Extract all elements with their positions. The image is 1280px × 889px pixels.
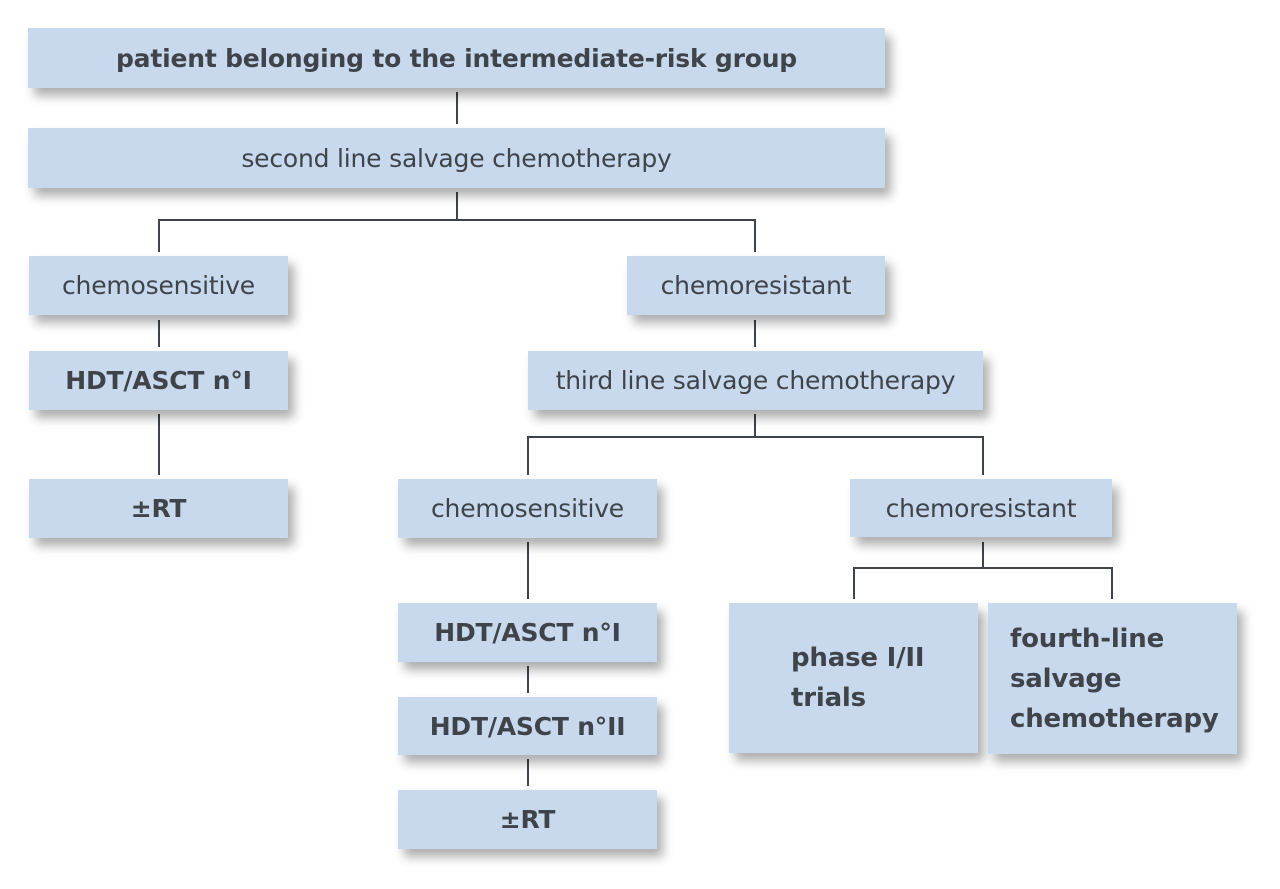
node-left-chemosensitive: chemosensitive <box>29 256 288 315</box>
node-left-hdt-1-label: HDT/ASCT n°I <box>65 366 252 395</box>
node-fourth-line: fourth-line salvage chemotherapy <box>988 603 1237 754</box>
node-second-line-label: second line salvage chemotherapy <box>241 143 672 173</box>
connector-mid-hdt1-to-hdt2 <box>527 666 529 693</box>
connector-mid-chemosensitive-to-hdt1 <box>527 542 529 599</box>
node-phase-trials-line-2: trials <box>791 683 866 713</box>
connector-root-to-second-line <box>456 92 458 124</box>
node-mid-hdt-2-label: HDT/ASCT n°II <box>429 711 626 741</box>
node-third-line: third line salvage chemotherapy <box>528 351 983 410</box>
connector-split-chemoresistant-2 <box>853 567 1113 569</box>
connector-to-fourth-line <box>1111 567 1113 599</box>
node-chemoresistant-2: chemoresistant <box>850 479 1112 537</box>
node-fourth-line-text: fourth-line salvage chemotherapy <box>1010 619 1219 739</box>
connector-left-hdt-to-rt <box>158 414 160 475</box>
connector-to-chemoresistant-2 <box>982 436 984 475</box>
connector-second-line-down <box>456 192 458 221</box>
node-fourth-line-line-1: fourth-line <box>1010 623 1165 654</box>
connector-chemoresistant-1-to-third-line <box>754 320 756 347</box>
node-mid-chemosensitive-label: chemosensitive <box>431 494 624 523</box>
node-left-rt: ±RT <box>29 479 288 538</box>
node-left-chemosensitive-label: chemosensitive <box>62 271 255 300</box>
node-left-rt-label: ±RT <box>130 494 187 523</box>
connector-to-left-chemosensitive <box>158 219 160 252</box>
node-mid-hdt-2: HDT/ASCT n°II <box>398 697 657 755</box>
connector-to-mid-chemosensitive <box>527 436 529 475</box>
node-mid-rt-label: ±RT <box>499 805 556 834</box>
connector-to-phase-trials <box>853 567 855 599</box>
node-root: patient belonging to the intermediate-ri… <box>28 28 885 88</box>
connector-chemoresistant-2-down <box>982 542 984 568</box>
node-phase-trials-line-1: phase I/II <box>791 643 925 673</box>
connector-left-chemosensitive-to-hdt <box>158 320 160 347</box>
node-mid-hdt-1: HDT/ASCT n°I <box>398 603 657 662</box>
node-chemoresistant-1-label: chemoresistant <box>660 271 852 300</box>
node-left-hdt-1: HDT/ASCT n°I <box>29 351 288 410</box>
connector-to-chemoresistant-1 <box>754 219 756 252</box>
node-third-line-label: third line salvage chemotherapy <box>555 366 956 395</box>
connector-split-third-line <box>527 436 984 438</box>
node-fourth-line-line-2: salvage <box>1010 663 1122 694</box>
node-mid-chemosensitive: chemosensitive <box>398 479 657 538</box>
node-mid-rt: ±RT <box>398 790 657 849</box>
connector-mid-hdt2-to-rt <box>527 759 529 786</box>
node-root-label: patient belonging to the intermediate-ri… <box>115 43 797 73</box>
node-phase-trials: phase I/II trials <box>729 603 978 753</box>
node-fourth-line-line-3: chemotherapy <box>1010 703 1219 734</box>
connector-split-second-line <box>158 219 756 221</box>
node-phase-trials-text: phase I/II trials <box>791 638 925 718</box>
node-mid-hdt-1-label: HDT/ASCT n°I <box>434 618 621 647</box>
node-second-line: second line salvage chemotherapy <box>28 128 885 188</box>
node-chemoresistant-1: chemoresistant <box>627 256 885 315</box>
connector-third-line-down <box>754 414 756 438</box>
node-chemoresistant-2-label: chemoresistant <box>885 493 1077 523</box>
